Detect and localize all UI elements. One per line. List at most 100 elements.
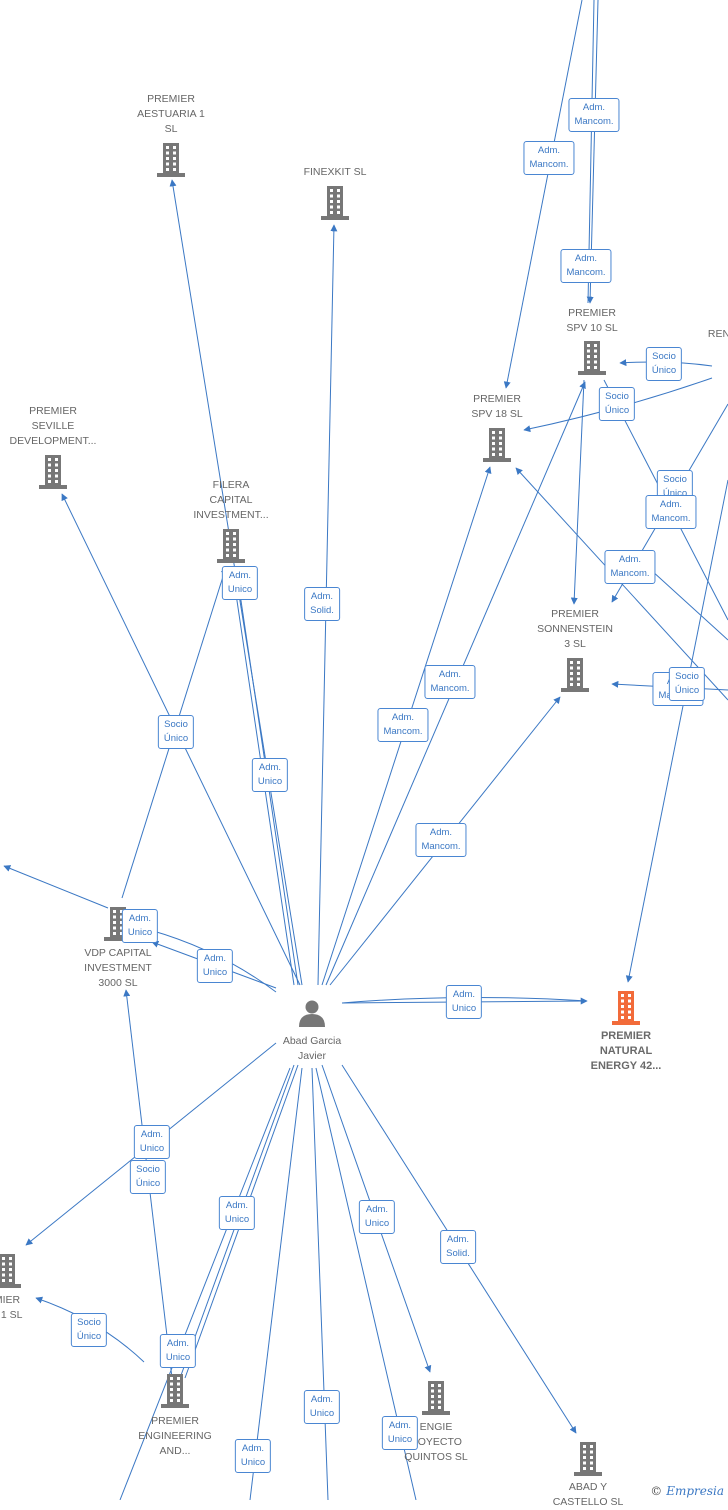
edge-label[interactable]: Adm.Unico	[381, 1416, 419, 1450]
edge-label-line: Unico	[451, 1003, 477, 1014]
edge-label[interactable]: Adm. Unico	[445, 985, 483, 1019]
edge-label[interactable]: Adm. Mancom.	[645, 495, 697, 529]
edge-label[interactable]: Adm.Mancom.	[415, 823, 467, 857]
edge-label-line: Unico	[309, 1408, 335, 1419]
edge-label-line: Mancom.	[529, 159, 569, 170]
edge-label-line: Adm.	[452, 989, 476, 1000]
edge-label-line: Socio	[164, 719, 188, 730]
building-icon	[161, 1374, 189, 1408]
edge-label-line: Adm.	[438, 669, 462, 680]
node-label-line: QUINTOS SL	[404, 1451, 468, 1463]
node-label-line: AND...	[159, 1445, 191, 1457]
edge-label[interactable]: Adm. Unico	[234, 1439, 272, 1473]
node-label-line: SPV 18 SL	[471, 408, 523, 420]
edge-label[interactable]: Adm.Solid.	[440, 1230, 476, 1264]
edge-label-line: Adm.	[659, 499, 683, 510]
node-label-line: PREMIER	[600, 1030, 652, 1042]
edge-label[interactable]: Adm.Unico	[218, 1196, 256, 1230]
edge-label-line: Unico	[127, 927, 153, 938]
edge-label-line: Unico	[224, 1214, 250, 1225]
edge-label-line: Único	[651, 365, 677, 376]
edge-label[interactable]: Adm.Mancom.	[568, 98, 620, 132]
node-label-finexkit[interactable]: FINEXKIT SL	[304, 165, 367, 180]
building-icon	[578, 341, 606, 375]
edge-label[interactable]: Adm.Solid.	[304, 587, 340, 621]
edge-label-line: Unico	[240, 1457, 266, 1468]
node-label-line: AESTUARIA 1	[137, 108, 205, 120]
building-icon	[39, 455, 67, 489]
building-icon	[574, 1442, 602, 1476]
edge-label-line: Mancom.	[651, 513, 691, 524]
footer-credit[interactable]: ©Empresia	[650, 1484, 724, 1498]
edge-label-line: Adm.	[365, 1204, 389, 1215]
edge-label[interactable]: Adm.Unico	[159, 1334, 197, 1368]
node-label-line: ENGINEERING	[138, 1430, 212, 1442]
edge-label[interactable]: Adm.Unico	[221, 566, 259, 600]
building-icon	[217, 529, 245, 563]
edge-label[interactable]: Adm. Mancom.	[523, 141, 575, 175]
edge-label[interactable]: Adm.Unico	[358, 1200, 396, 1234]
building-icon	[0, 1254, 21, 1288]
edge-label-line: Adm.	[618, 554, 642, 565]
edge-label[interactable]: Adm. Mancom.	[424, 665, 476, 699]
edge-label[interactable]: Adm.Mancom.	[604, 550, 656, 584]
edge-vdp-offscreen	[3, 865, 109, 909]
edge-label-line: Adm.	[446, 1234, 470, 1245]
edge-label-line: Unico	[227, 584, 253, 595]
copyright-symbol: ©	[650, 1484, 663, 1498]
edge-label-line: Adm.	[537, 145, 561, 156]
node-label-line: VDP CAPITAL	[84, 947, 152, 959]
edge-label-line: Adm.	[310, 1394, 334, 1405]
node-label-line: PREMIER	[551, 608, 599, 620]
edge-label-line: Unico	[139, 1143, 165, 1154]
edge-label[interactable]: Adm. Unico	[196, 949, 234, 983]
edge-label-line: Adm.	[140, 1129, 164, 1140]
edge-label-line: Adm.	[429, 827, 453, 838]
edge-label[interactable]: Adm.Unico	[121, 909, 159, 943]
edge-label[interactable]: Adm. Unico	[133, 1125, 171, 1159]
brand-logo-text: Empresia	[666, 1484, 724, 1498]
edge-label-line: Unico	[202, 967, 228, 978]
edge-label-line: Socio	[136, 1164, 160, 1175]
edge-label-line: Adm.	[241, 1443, 265, 1454]
edge-label[interactable]: Adm. Unico	[303, 1390, 341, 1424]
node-label-line: INVESTMENT...	[193, 509, 269, 521]
node-label-line: REN	[707, 328, 728, 340]
node-label-line: INVESTMENT	[84, 962, 152, 974]
edge-label-line: Socio	[663, 474, 687, 485]
node-label-line: ENGIE	[419, 1421, 453, 1433]
edge-label-line: Unico	[387, 1434, 413, 1445]
edge-label[interactable]: Adm.Mancom.	[560, 249, 612, 283]
edge-label-line: Mancom.	[430, 683, 470, 694]
edge-label-line: Único	[163, 733, 189, 744]
node-label-line: PREMIER	[29, 405, 77, 417]
edge-label[interactable]: Adm.Mancom.	[377, 708, 429, 742]
edge-label-line: Adm.	[582, 102, 606, 113]
building-icon	[422, 1381, 450, 1415]
node-label-line: PREMIER	[147, 93, 195, 105]
edge-label-line: Adm.	[391, 712, 415, 723]
node-label-ren-offscreen[interactable]: REN	[708, 327, 728, 342]
edge-label-line: Adm.	[203, 953, 227, 964]
edge-label-line: Mancom.	[566, 267, 606, 278]
edge-label[interactable]: Adm.Unico	[251, 758, 289, 792]
